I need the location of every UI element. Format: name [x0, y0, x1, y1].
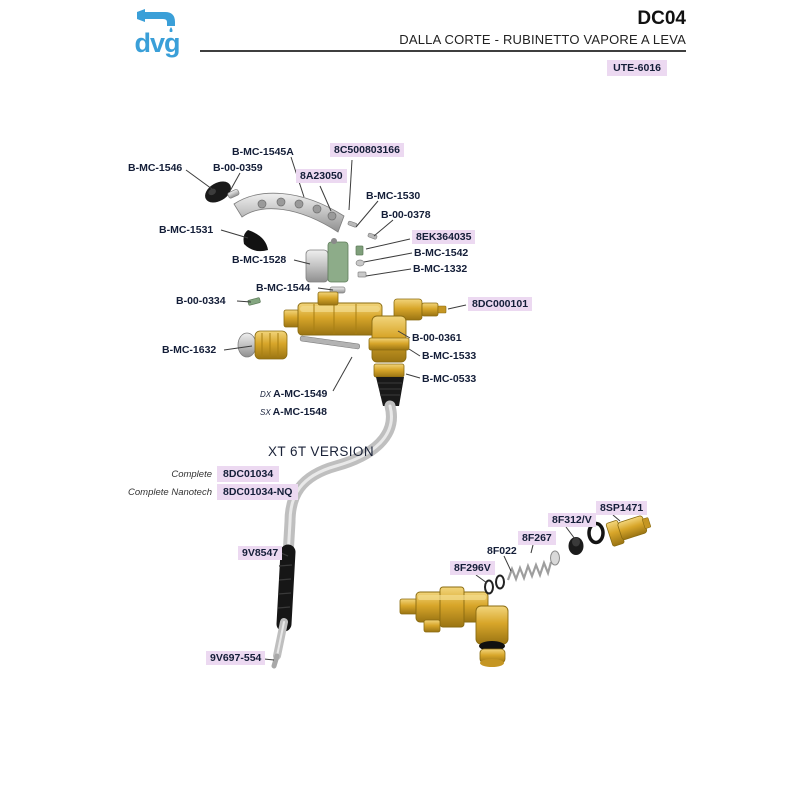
lower-valve-assembly [399, 586, 509, 667]
part-label: B-MC-1545A [232, 146, 294, 158]
part-label: 8EK364035 [412, 230, 476, 245]
part-label: B-MC-1528 [232, 254, 287, 266]
part-label: B-MC-0533 [422, 373, 477, 385]
complete-label: Complete [171, 468, 212, 480]
part-label: B-MC-1533 [422, 350, 477, 362]
faucet-icon [137, 9, 175, 32]
logo-text: dvg [134, 28, 180, 58]
doc-subtitle: DALLA CORTE - RUBINETTO VAPORE A LEVA [399, 32, 686, 47]
complete-nanotech-row: Complete Nanotech 8DC01034-NQ [100, 484, 299, 500]
dvg-logo: dvg [126, 8, 188, 58]
version-note: XT 6T VERSION [268, 444, 374, 459]
nanotech-part-number: 8DC01034-NQ [217, 484, 299, 500]
part-label: B-MC-1530 [366, 190, 421, 202]
doc-ref-badge: UTE-6016 [607, 60, 667, 76]
part-label: 8F022 [487, 545, 517, 557]
part-label: 8DC000101 [468, 297, 533, 312]
leader-lines [185, 156, 621, 661]
steam-wand [271, 400, 397, 669]
sx-prefix: SX [260, 408, 271, 417]
lever-assembly [205, 181, 378, 252]
part-label: B-MC-1632 [162, 344, 217, 356]
part-label: B-MC-1546 [128, 162, 183, 174]
dx-prefix: DX [260, 390, 272, 399]
part-label: 8F296V [450, 561, 495, 576]
main-valve-body [237, 291, 447, 406]
part-label: B-00-0359 [213, 162, 263, 174]
part-label: 8F312/V [548, 513, 596, 528]
part-label: 8A23050 [296, 169, 347, 184]
part-label: B-00-0378 [381, 209, 431, 221]
sx-part-number: A-MC-1548 [272, 406, 327, 418]
header-divider [200, 50, 686, 52]
part-label: B-MC-1332 [413, 263, 468, 275]
part-label: 8F267 [518, 531, 556, 546]
part-label: 9V8547 [238, 546, 283, 561]
part-label: B-00-0334 [176, 295, 226, 307]
small-parts-row [484, 515, 651, 595]
valve-cartridge [247, 238, 367, 306]
part-label: B-00-0361 [412, 332, 462, 344]
part-label: B-MC-1544 [256, 282, 311, 294]
complete-part-number: 8DC01034 [217, 466, 280, 482]
part-label: 9V697-554 [206, 651, 266, 666]
nanotech-label: Complete Nanotech [128, 486, 212, 498]
part-label: 8C500803166 [330, 143, 404, 158]
doc-code: DC04 [637, 8, 686, 29]
part-label: B-MC-1542 [414, 247, 469, 259]
part-label: 8SP1471 [596, 501, 648, 516]
part-label: B-MC-1531 [159, 224, 214, 236]
dx-part-number: A-MC-1549 [273, 388, 328, 400]
complete-row: Complete 8DC01034 [100, 466, 280, 482]
